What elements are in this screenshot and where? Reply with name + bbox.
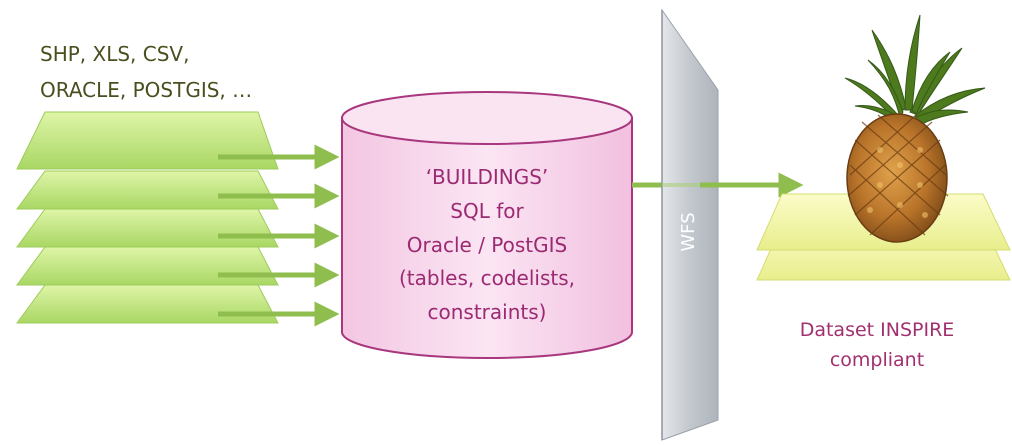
database-label: ‘BUILDINGS’ SQL for Oracle / PostGIS (ta… (399, 165, 575, 324)
database-line-1: ‘BUILDINGS’ (426, 165, 549, 189)
source-layer-4 (16, 246, 279, 286)
pineapple-image (844, 14, 986, 243)
input-arrows (218, 144, 340, 327)
output-line-1: Dataset INSPIRE (800, 319, 955, 341)
database-cylinder (341, 91, 633, 359)
wfs-label: WFS (678, 212, 699, 251)
database-line-2: SQL for (450, 199, 524, 223)
sources-line-1: SHP, XLS, CSV, (40, 42, 189, 66)
source-layer-stack (16, 111, 279, 324)
database-line-5: constraints) (428, 300, 547, 324)
wfs-panel (661, 8, 719, 441)
output-layer-stack (756, 193, 1011, 281)
output-line-2: compliant (830, 349, 924, 371)
database-line-4: (tables, codelists, (399, 266, 575, 290)
source-layer-3 (16, 208, 279, 248)
source-layer-2 (16, 170, 279, 210)
database-line-3: Oracle / PostGIS (407, 233, 567, 257)
source-layer-1 (16, 111, 279, 170)
sources-line-2: ORACLE, POSTGIS, … (40, 78, 252, 102)
source-layer-5 (16, 284, 279, 324)
